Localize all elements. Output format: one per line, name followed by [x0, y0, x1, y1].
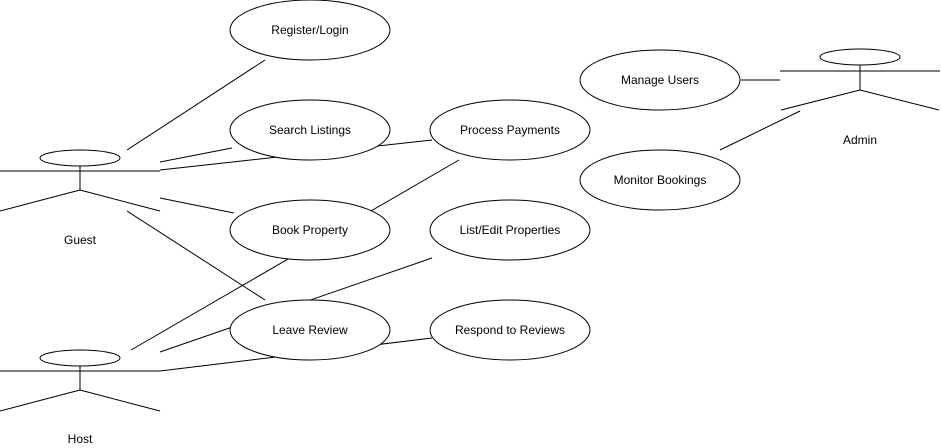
association-guest-search-listings[interactable] [159, 147, 233, 163]
association-guest-register-login[interactable] [126, 59, 266, 151]
actor-label: Guest [64, 233, 97, 247]
association-guest-book-property[interactable] [159, 197, 235, 214]
use-case-ellipse[interactable] [429, 199, 591, 261]
use-case-ellipse[interactable] [229, 299, 391, 361]
use-case-search-listings[interactable]: Search Listings [229, 99, 391, 161]
use-case-ellipse[interactable] [229, 199, 391, 261]
actor-head-icon [39, 149, 121, 167]
actor-head-icon [39, 349, 121, 367]
use-case-label: Search Listings [269, 123, 351, 137]
use-case-leave-review[interactable]: Leave Review [229, 299, 391, 361]
use-case-label: Leave Review [272, 323, 348, 337]
actor-label: Admin [843, 133, 877, 147]
use-case-ellipse[interactable] [579, 149, 741, 211]
use-case-ellipse[interactable] [229, 99, 391, 161]
use-case-respond-to-reviews[interactable]: Respond to Reviews [429, 299, 591, 361]
use-case-manage-users[interactable]: Manage Users [579, 49, 741, 111]
use-case-label: Book Property [272, 223, 348, 237]
use-case-label: List/Edit Properties [460, 223, 561, 237]
actor-right-leg [79, 389, 161, 412]
actor-left-leg [0, 389, 81, 412]
actor-admin[interactable]: Admin [780, 48, 940, 147]
use-case-ellipse[interactable] [579, 49, 741, 111]
actor-label: Host [68, 432, 93, 446]
use-case-ellipse[interactable] [429, 99, 591, 161]
actor-guest[interactable]: Guest [0, 149, 161, 247]
actor-host[interactable]: Host [0, 349, 161, 446]
use-case-monitor-bookings[interactable]: Monitor Bookings [579, 149, 741, 211]
actor-right-leg [79, 189, 161, 212]
use-case-process-payments[interactable]: Process Payments [429, 99, 591, 161]
use-case-label: Process Payments [460, 123, 560, 137]
use-case-label: Respond to Reviews [455, 323, 565, 337]
use-case-ellipse[interactable] [229, 0, 391, 61]
use-case-list-edit-properties[interactable]: List/Edit Properties [429, 199, 591, 261]
actor-left-leg [0, 189, 81, 212]
use-case-ellipse[interactable] [429, 299, 591, 361]
use-case-label: Monitor Bookings [614, 173, 707, 187]
association-admin-monitor-bookings[interactable] [719, 110, 801, 151]
use-case-label: Manage Users [621, 73, 699, 87]
use-case-label: Register/Login [271, 23, 348, 37]
use-case-register-login[interactable]: Register/Login [229, 0, 391, 61]
use-case-book-property[interactable]: Book Property [229, 199, 391, 261]
actor-left-leg [780, 89, 861, 111]
actor-head-icon [819, 48, 901, 66]
actor-right-leg [859, 89, 940, 111]
